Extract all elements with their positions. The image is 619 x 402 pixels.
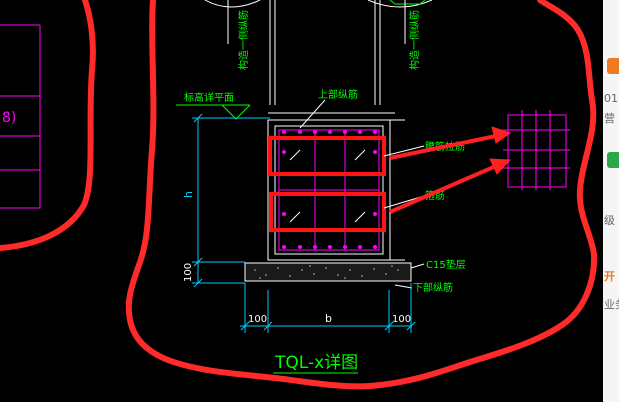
left-schedule-table (0, 24, 41, 209)
beam-outline (267, 112, 405, 261)
rebar-detail-inset (503, 110, 570, 190)
orange-app-icon (607, 58, 619, 74)
side-frag-ying: 营 (604, 112, 615, 125)
top-bars-leader (299, 99, 326, 129)
rebar-dots-bottom (282, 245, 377, 249)
stud-lines (227, 0, 406, 105)
top-bars-label: 上部纵筋 (318, 88, 358, 101)
horizontal-dimension (240, 283, 416, 333)
rebar-dots-top (282, 130, 377, 134)
highlight-box-lower[interactable] (269, 192, 386, 232)
stud-right-label: 构造一侧纵筋 (408, 10, 421, 70)
cushion-hatch (254, 265, 399, 279)
column-circle-green (389, 0, 426, 5)
dim-100-vertical: 100 (183, 263, 194, 282)
elevation-label: 标高详平面 (184, 91, 234, 104)
adjacent-window-panel: 01 营 级 开 业务 (603, 0, 619, 402)
bottom-bars-label: 下部纵筋 (413, 281, 453, 294)
side-frag-01: 01 (604, 92, 618, 105)
dim-100-right: 100 (392, 314, 411, 325)
cushion-layer (244, 262, 412, 282)
red-arrows (389, 126, 512, 214)
vertical-dimension (192, 113, 270, 288)
dim-b-label: b (325, 312, 332, 325)
green-app-icon (607, 152, 619, 168)
column-circle-right (367, 0, 433, 8)
column-circle-left (204, 0, 261, 8)
side-frag-ji: 级 (604, 214, 615, 227)
tie-marks (289, 149, 366, 223)
highlight-box-upper[interactable] (268, 136, 386, 176)
side-frag-kai: 开 (604, 270, 615, 283)
side-frag-ye: 业务 (604, 298, 619, 311)
dim-100-left: 100 (248, 314, 267, 325)
left-panel-char: 8) (2, 110, 16, 126)
dim-h-label: h (182, 191, 195, 198)
drawing-title: TQL-x详图 (274, 353, 358, 373)
main-revision-cloud (125, 0, 598, 390)
cushion-label: C15垫层 (426, 258, 466, 271)
stud-left-label: 构造一侧纵筋 (237, 10, 250, 70)
left-revision-cloud (0, 0, 96, 251)
elevation-marker (176, 104, 251, 120)
rebar-dots-waist (282, 150, 377, 216)
